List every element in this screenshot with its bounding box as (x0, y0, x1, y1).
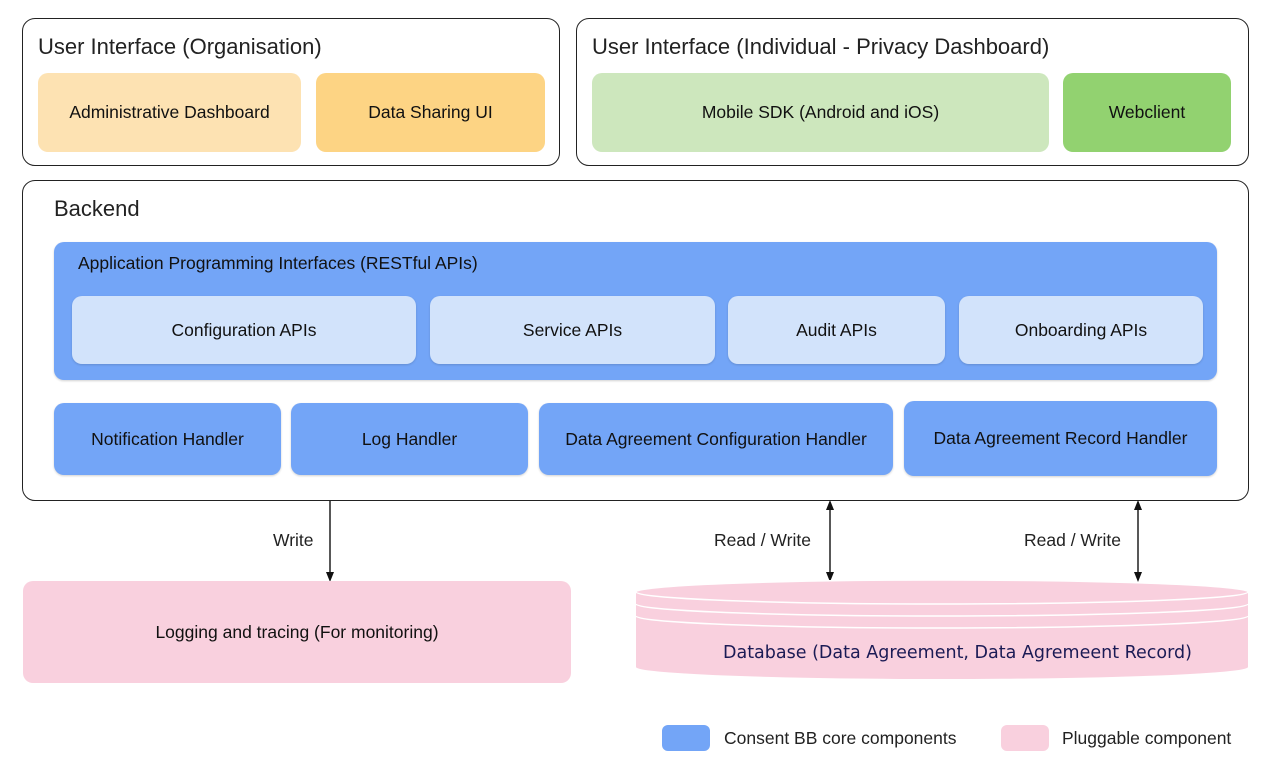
legend-pluggable-swatch (1001, 725, 1049, 751)
read-write-edge-label-left: Read / Write (714, 530, 811, 550)
webclient-box: Webclient (1063, 73, 1231, 152)
logging-tracing-box: Logging and tracing (For monitoring) (23, 581, 571, 683)
administrative-dashboard-box: Administrative Dashboard (38, 73, 301, 152)
database-label: Database (Data Agreement, Data Agremeent… (723, 643, 1192, 663)
onboarding-apis-box: Onboarding APIs (959, 296, 1203, 364)
legend-core-label: Consent BB core components (724, 728, 957, 748)
legend-pluggable-label: Pluggable component (1062, 728, 1232, 748)
mobile-sdk-box: Mobile SDK (Android and iOS) (592, 73, 1049, 152)
ui-individual-title: User Interface (Individual - Privacy Das… (592, 34, 1050, 59)
ui-organisation-title: User Interface (Organisation) (38, 34, 322, 59)
log-handler-box: Log Handler (291, 403, 528, 475)
write-edge-label: Write (273, 530, 314, 550)
database-cylinder (635, 579, 1249, 679)
read-write-edge-label-right: Read / Write (1024, 530, 1121, 550)
service-apis-box: Service APIs (430, 296, 715, 364)
backend-title: Backend (54, 196, 140, 221)
audit-apis-box: Audit APIs (728, 296, 945, 364)
data-sharing-ui-box: Data Sharing UI (316, 73, 545, 152)
legend-core-swatch (662, 725, 710, 751)
data-agreement-record-handler-box: Data Agreement Record Handler (904, 401, 1217, 476)
notification-handler-box: Notification Handler (54, 403, 281, 475)
configuration-apis-box: Configuration APIs (72, 296, 416, 364)
data-agreement-configuration-handler-box: Data Agreement Configuration Handler (539, 403, 893, 475)
api-panel-title: Application Programming Interfaces (REST… (78, 253, 478, 273)
